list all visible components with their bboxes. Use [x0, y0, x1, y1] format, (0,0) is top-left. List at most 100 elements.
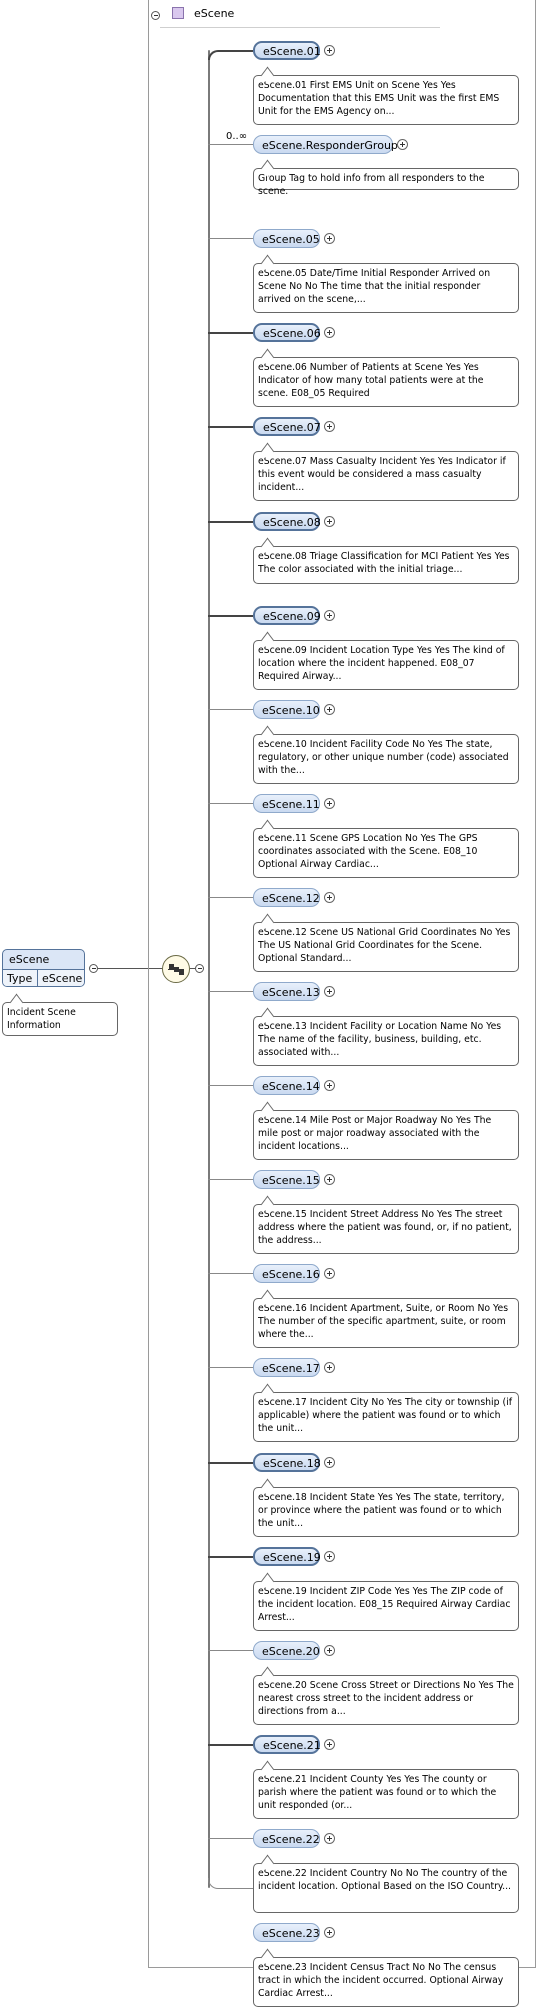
root-collapse-icon[interactable]	[89, 964, 98, 973]
root-description: Incident Scene Information	[2, 1002, 118, 1036]
expand-icon[interactable]	[324, 1362, 335, 1373]
element-node[interactable]: eScene.09	[253, 606, 321, 625]
element-node[interactable]: eScene.10	[253, 700, 320, 719]
element-description: eScene.22 Incident Country No No The cou…	[253, 1863, 519, 1913]
element-description: eScene.05 Date/Time Initial Responder Ar…	[253, 263, 519, 313]
element-description: eScene.14 Mile Post or Major Roadway No …	[253, 1110, 519, 1160]
sequence-connector	[190, 968, 195, 969]
expand-icon[interactable]	[324, 704, 335, 715]
element-description: eScene.23 Incident Census Tract No No Th…	[253, 1957, 519, 2007]
element-node[interactable]: eScene.07	[253, 417, 321, 436]
expand-icon[interactable]	[324, 610, 335, 621]
sequence-dot	[169, 964, 174, 969]
expand-icon[interactable]	[324, 327, 335, 338]
element-description: Group Tag to hold info from all responde…	[253, 168, 519, 197]
element-node[interactable]: eScene.11	[253, 794, 320, 813]
element-description: eScene.09 Incident Location Type Yes Yes…	[253, 640, 519, 690]
element-node[interactable]: eScene.08	[253, 512, 321, 531]
element-node[interactable]: eScene.18	[253, 1453, 321, 1472]
tree-branch	[208, 991, 253, 992]
tree-branch	[208, 238, 253, 239]
tree-branch	[208, 1650, 253, 1651]
tree-branch	[208, 426, 253, 428]
tree-branch	[208, 332, 253, 334]
root-connector	[98, 968, 162, 969]
element-node[interactable]: eScene.22	[253, 1829, 320, 1848]
element-node[interactable]: eScene.17	[253, 1358, 320, 1377]
tree-branch	[208, 897, 253, 898]
expand-icon[interactable]	[324, 421, 335, 432]
tree-branch	[208, 803, 253, 804]
expand-icon[interactable]	[324, 1457, 335, 1468]
element-description: eScene.01 First EMS Unit on Scene Yes Ye…	[253, 75, 519, 125]
tree-branch	[208, 1744, 253, 1746]
element-description: eScene.21 Incident County Yes Yes The co…	[253, 1769, 519, 1819]
expand-icon[interactable]	[397, 139, 408, 150]
element-description: eScene.10 Incident Facility Code No Yes …	[253, 734, 519, 784]
element-node[interactable]: eScene.06	[253, 323, 321, 342]
tree-branch	[208, 1367, 253, 1368]
element-description: eScene.12 Scene US National Grid Coordin…	[253, 922, 519, 972]
element-node[interactable]: eScene.15	[253, 1170, 320, 1189]
sequence-dot	[174, 967, 179, 972]
expand-icon[interactable]	[324, 45, 335, 56]
element-node[interactable]: eScene.12	[253, 888, 320, 907]
element-node[interactable]: eScene.13	[253, 982, 320, 1001]
tree-branch	[208, 1273, 253, 1274]
element-description: eScene.18 Incident State Yes Yes The sta…	[253, 1487, 519, 1537]
element-description: eScene.15 Incident Street Address No Yes…	[253, 1204, 519, 1254]
element-node[interactable]: eScene.23	[253, 1923, 320, 1942]
element-node[interactable]: eScene.05	[253, 229, 320, 248]
element-description: eScene.13 Incident Facility or Location …	[253, 1016, 519, 1066]
expand-icon[interactable]	[324, 1645, 335, 1656]
frame-title: eScene	[194, 7, 235, 20]
expand-icon[interactable]	[324, 1833, 335, 1844]
element-description: eScene.06 Number of Patients at Scene Ye…	[253, 357, 519, 407]
tree-branch	[208, 1556, 253, 1558]
element-node[interactable]: eScene.19	[253, 1547, 321, 1566]
frame-title-underline	[160, 27, 440, 28]
expand-icon[interactable]	[324, 233, 335, 244]
expand-icon[interactable]	[324, 516, 335, 527]
sequence-bottom-corner	[208, 1878, 253, 1889]
sequence-dot	[179, 970, 184, 975]
sequence-compositor-icon[interactable]	[162, 955, 190, 983]
expand-icon[interactable]	[324, 1927, 335, 1938]
element-description: eScene.11 Scene GPS Location No Yes The …	[253, 828, 519, 878]
tree-branch	[208, 615, 253, 617]
sequence-top-corner	[208, 50, 253, 60]
sequence-trunk-line	[208, 50, 210, 1888]
element-node[interactable]: eScene.20	[253, 1641, 320, 1660]
element-node[interactable]: eScene.01	[253, 41, 321, 60]
tree-branch	[208, 144, 253, 145]
expand-icon[interactable]	[324, 986, 335, 997]
tree-branch	[208, 709, 253, 710]
element-node[interactable]: eScene.21	[253, 1735, 321, 1754]
expand-icon[interactable]	[324, 1551, 335, 1562]
element-description: eScene.07 Mass Casualty Incident Yes Yes…	[253, 451, 519, 501]
tree-branch	[208, 1085, 253, 1086]
expand-icon[interactable]	[324, 892, 335, 903]
element-node[interactable]: eScene.14	[253, 1076, 320, 1095]
element-description: eScene.17 Incident City No Yes The city …	[253, 1392, 519, 1442]
expand-icon[interactable]	[324, 1080, 335, 1091]
complex-type-icon	[172, 7, 184, 19]
sequence-collapse-icon[interactable]	[195, 964, 204, 973]
expand-icon[interactable]	[324, 798, 335, 809]
element-node[interactable]: eScene.16	[253, 1264, 320, 1283]
root-type-label: Type	[7, 972, 33, 985]
tree-branch	[208, 1462, 253, 1464]
element-description: eScene.16 Incident Apartment, Suite, or …	[253, 1298, 519, 1348]
expand-icon[interactable]	[324, 1268, 335, 1279]
root-type-row: Type eScene	[3, 969, 84, 986]
root-element-box[interactable]: eScene Type eScene	[2, 949, 85, 987]
element-description: eScene.20 Scene Cross Street or Directio…	[253, 1675, 519, 1725]
frame-collapse-icon[interactable]	[151, 11, 160, 20]
root-type-separator	[37, 970, 38, 986]
expand-icon[interactable]	[324, 1739, 335, 1750]
root-type-value: eScene	[42, 972, 83, 985]
occurrence-label: 0..∞	[226, 131, 248, 142]
root-element-name: eScene	[9, 953, 50, 966]
expand-icon[interactable]	[324, 1174, 335, 1185]
element-node[interactable]: eScene.ResponderGroup	[253, 135, 398, 154]
